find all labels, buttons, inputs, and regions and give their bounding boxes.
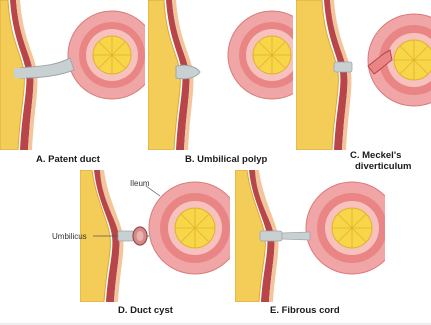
umbilicus-mark	[118, 231, 134, 241]
panel-b	[148, 0, 316, 150]
ileum	[68, 11, 156, 99]
caption-c-line2: diverticulum	[355, 161, 412, 172]
umbilical-polyp	[176, 65, 200, 79]
panel-e	[235, 170, 398, 302]
caption-b: B. Umbilical polyp	[185, 154, 268, 165]
umbilicus-mark	[260, 231, 282, 241]
ileum-label-group: Ileum	[130, 179, 160, 196]
fibrous-cord	[282, 232, 310, 240]
umbilicus-opening	[14, 68, 26, 78]
caption-e: E. Fibrous cord	[270, 305, 340, 316]
ileum	[149, 182, 241, 274]
caption-c-line1: C. Meckel's	[350, 150, 401, 161]
panel-c	[296, 0, 431, 150]
abdominal-wall	[296, 0, 351, 150]
caption-d: D. Duct cyst	[118, 305, 174, 316]
umbilicus-label: Umbilicus	[52, 232, 87, 241]
panel-a	[0, 0, 156, 150]
ileum	[306, 182, 398, 274]
ileum-label: Ileum	[130, 179, 150, 188]
caption-a: A. Patent duct	[36, 154, 101, 165]
umbilicus-mark	[334, 62, 352, 72]
duct-cyst-lumen	[137, 231, 144, 241]
